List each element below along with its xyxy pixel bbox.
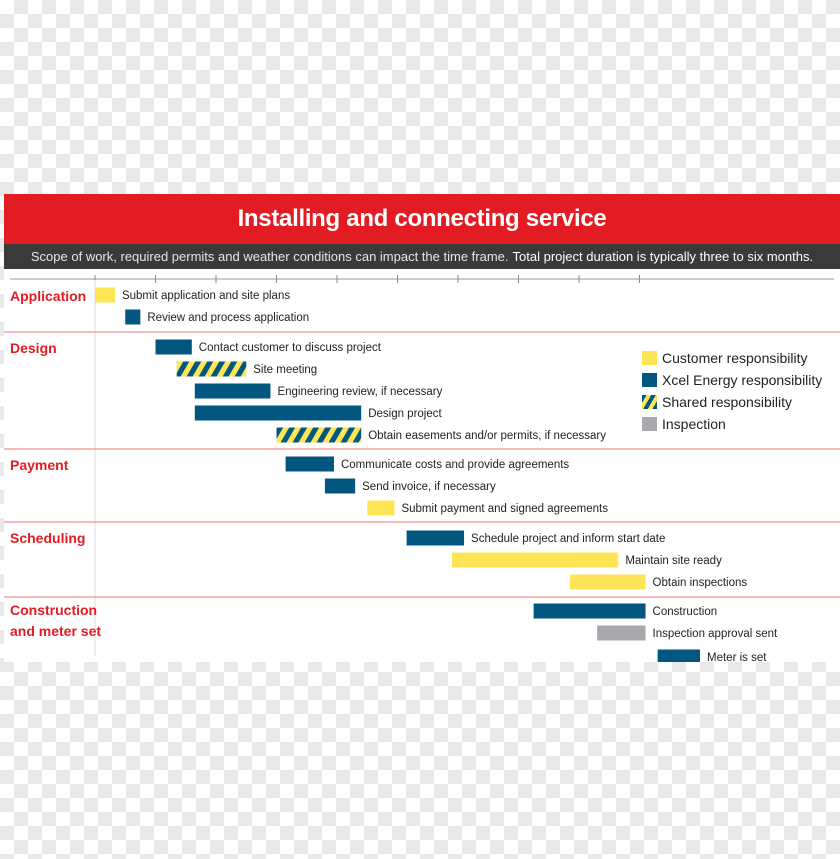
phase-label: Payment [10,455,68,476]
phase-label-line: Design [10,340,57,356]
task-label: Inspection approval sent [653,628,778,640]
legend-label: Customer responsibility [662,350,808,366]
task-label: Maintain site ready [625,555,722,567]
task-label: Schedule project and inform start date [471,533,665,545]
legend-label: Shared responsibility [662,394,792,410]
task-label: Engineering review, if necessary [277,386,442,398]
subtitle-emphasis: Total project duration is typically thre… [512,249,814,264]
gantt-bar-xcel [155,339,192,355]
gantt-bar-xcel [125,309,141,325]
task-label: Obtain inspections [653,577,748,589]
chart-panel: Installing and connecting service Scope … [4,194,840,662]
gantt-bar-xcel [194,383,271,399]
legend-swatch-inspection [642,417,657,431]
phase-label-line: Application [10,288,87,304]
gantt-bar-xcel [657,649,700,662]
task-label: Send invoice, if necessary [362,481,496,493]
gantt-bar-xcel [324,478,356,494]
phase-label-line: Payment [10,457,69,473]
legend-item-shared: Shared responsibility [642,391,822,413]
phase-label: Scheduling [10,528,85,549]
task-label: Design project [368,408,442,420]
subtitle-text: Scope of work, required permits and weat… [30,249,509,264]
gantt-bar-inspection [597,625,646,641]
legend-label: Xcel Energy responsibility [662,372,823,388]
chart-subtitle: Scope of work, required permits and weat… [4,244,840,269]
task-label: Construction [653,606,718,618]
legend-item-xcel: Xcel Energy responsibility [642,369,822,391]
gantt-bar-xcel [406,530,465,546]
task-label: Submit payment and signed agreements [401,503,608,515]
task-label: Submit application and site plans [122,290,290,302]
gantt-bar-xcel [194,405,362,421]
task-label: Obtain easements and/or permits, if nece… [368,430,606,442]
phase-label-line: and meter set [10,623,102,639]
gantt-bar-shared [176,361,247,377]
gantt-bar-shared [276,427,362,443]
gantt-bar-customer [95,287,115,303]
phase-label: Construction and meter set [10,600,101,642]
gantt-chart: Submit application and site plansReview … [4,275,840,662]
gantt-bar-customer [367,500,395,516]
phase-label: Design [10,338,57,359]
task-label: Site meeting [253,364,317,376]
gantt-bar-customer [451,552,619,568]
phase-label: Application [10,286,86,307]
legend-swatch-customer [642,351,657,365]
legend-item-customer: Customer responsibility [642,347,822,369]
gantt-bar-xcel [285,456,334,472]
legend-item-inspection: Inspection [642,413,822,435]
legend-swatch-xcel [642,373,657,387]
task-label: Meter is set [707,652,767,662]
task-label: Contact customer to discuss project [199,342,382,354]
phase-label-line: Scheduling [10,530,86,546]
chart-title: Installing and connecting service [4,194,840,244]
phase-label-line: Construction [10,602,98,618]
task-label: Communicate costs and provide agreements [341,459,569,471]
task-label: Review and process application [147,312,309,324]
gantt-bar-customer [569,574,646,590]
legend-label: Inspection [662,416,726,432]
legend-swatch-shared [642,395,657,409]
gantt-bar-xcel [533,603,646,619]
legend: Customer responsibility Xcel Energy resp… [642,347,822,435]
